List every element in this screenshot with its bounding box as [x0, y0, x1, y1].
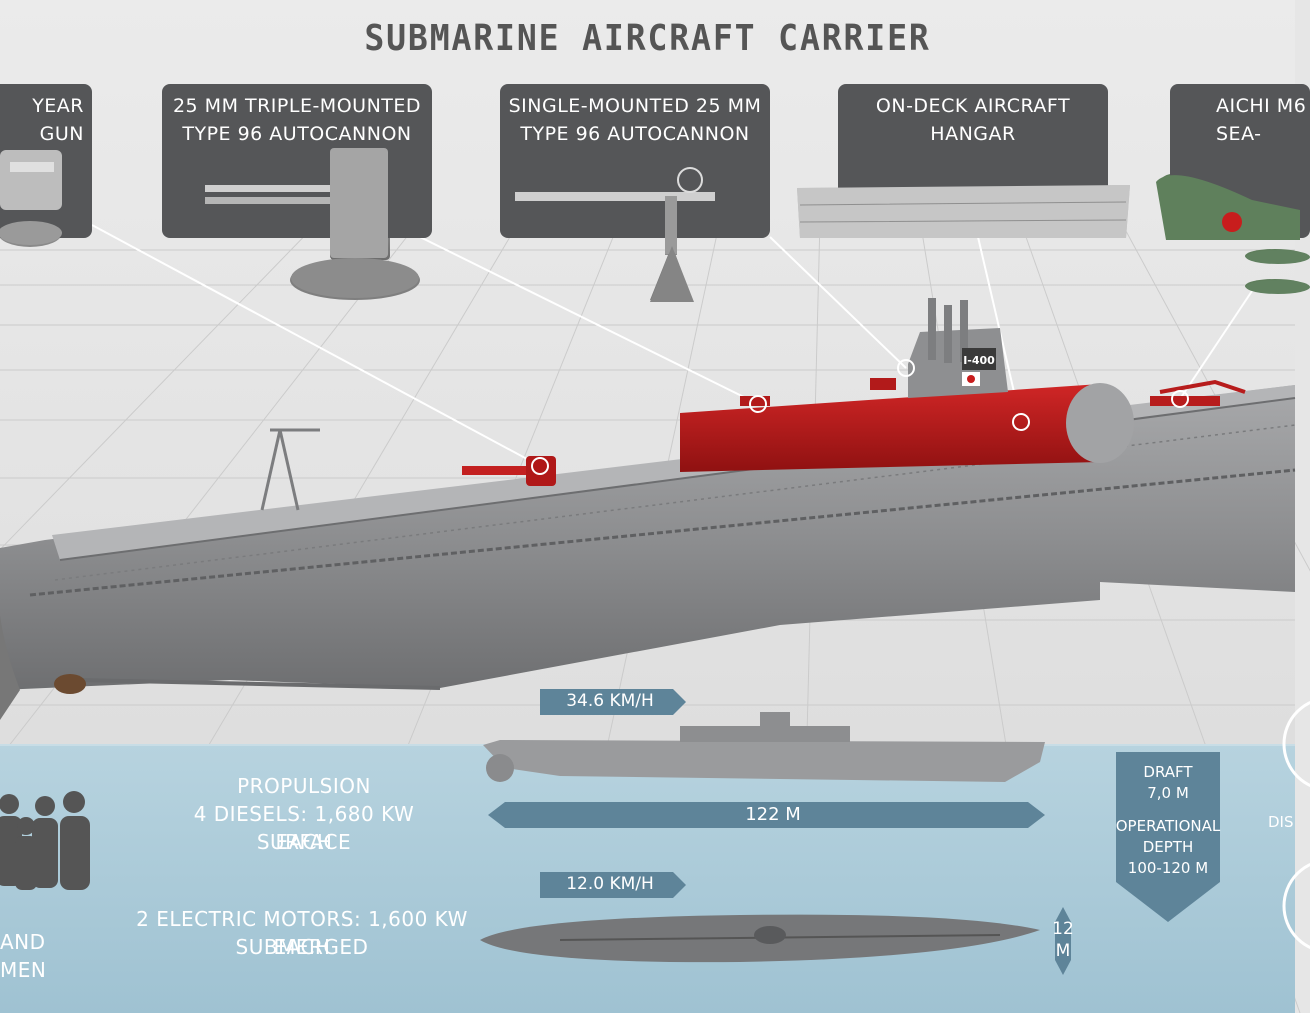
depth-label: OPERATIONAL DEPTH [1115, 817, 1221, 856]
draft-value: 7,0 M [1147, 784, 1189, 802]
submerged-speed-label: 12.0 KM/H [566, 874, 654, 894]
propulsion-heading: PROPULSION [237, 774, 371, 798]
callout-hangar-label: ON-DECK AIRCRAFT HANGAR [875, 95, 1071, 145]
callout-hangar: ON-DECK AIRCRAFT HANGAR [838, 84, 1108, 238]
length-label: 122 M [745, 804, 801, 825]
surface-speed-label: 34.6 KM/H [566, 691, 654, 711]
callout-triple-autocannon-label: 25 MM TRIPLE-MOUNTED TYPE 96 AUTOCANNON [172, 95, 422, 145]
page-title: SUBMARINE AIRCRAFT CARRIER [364, 18, 931, 59]
callout-single-autocannon-label: SINGLE-MOUNTED 25 MM TYPE 96 AUTOCANNON [508, 95, 762, 145]
beam-label: 12 M [1052, 919, 1074, 961]
crew-label: AND MEN [0, 930, 47, 982]
beam-arrow [1055, 907, 1071, 975]
main-submarine: I-400 [0, 298, 1296, 720]
surface-engines: 4 DIESELS: 1,680 KW EACH [193, 802, 415, 854]
surface-label: SURFACE [256, 830, 352, 854]
displacement-label: DIS [1268, 813, 1294, 831]
displacement-circle-top [1282, 700, 1310, 788]
callout-triple-autocannon: 25 MM TRIPLE-MOUNTED TYPE 96 AUTOCANNON [162, 84, 432, 238]
submerged-top-submarine [480, 914, 1040, 963]
callout-gun: YEAR GUN [0, 84, 92, 238]
callout-aichi-label: AICHI M6 SEA- [1216, 95, 1307, 145]
surface-profile-submarine [483, 712, 1045, 782]
submerged-label: SUBMERGED [235, 935, 369, 959]
length-arrow [488, 802, 1045, 828]
depth-value: 100-120 M [1127, 859, 1209, 877]
callout-aichi: AICHI M6 SEA- [1170, 84, 1310, 238]
callout-single-autocannon: SINGLE-MOUNTED 25 MM TYPE 96 AUTOCANNON [500, 84, 770, 238]
callout-gun-label: YEAR GUN [32, 95, 84, 145]
draft-arrow [1116, 752, 1220, 922]
speed-arrows [540, 689, 686, 898]
displacement-circle-bottom [1282, 862, 1310, 950]
hull-marking: I-400 [963, 354, 995, 367]
draft-label: DRAFT [1143, 763, 1193, 781]
submerged-engines: 2 ELECTRIC MOTORS: 1,600 KW EACH [136, 907, 468, 959]
crew-silhouettes [0, 791, 90, 890]
